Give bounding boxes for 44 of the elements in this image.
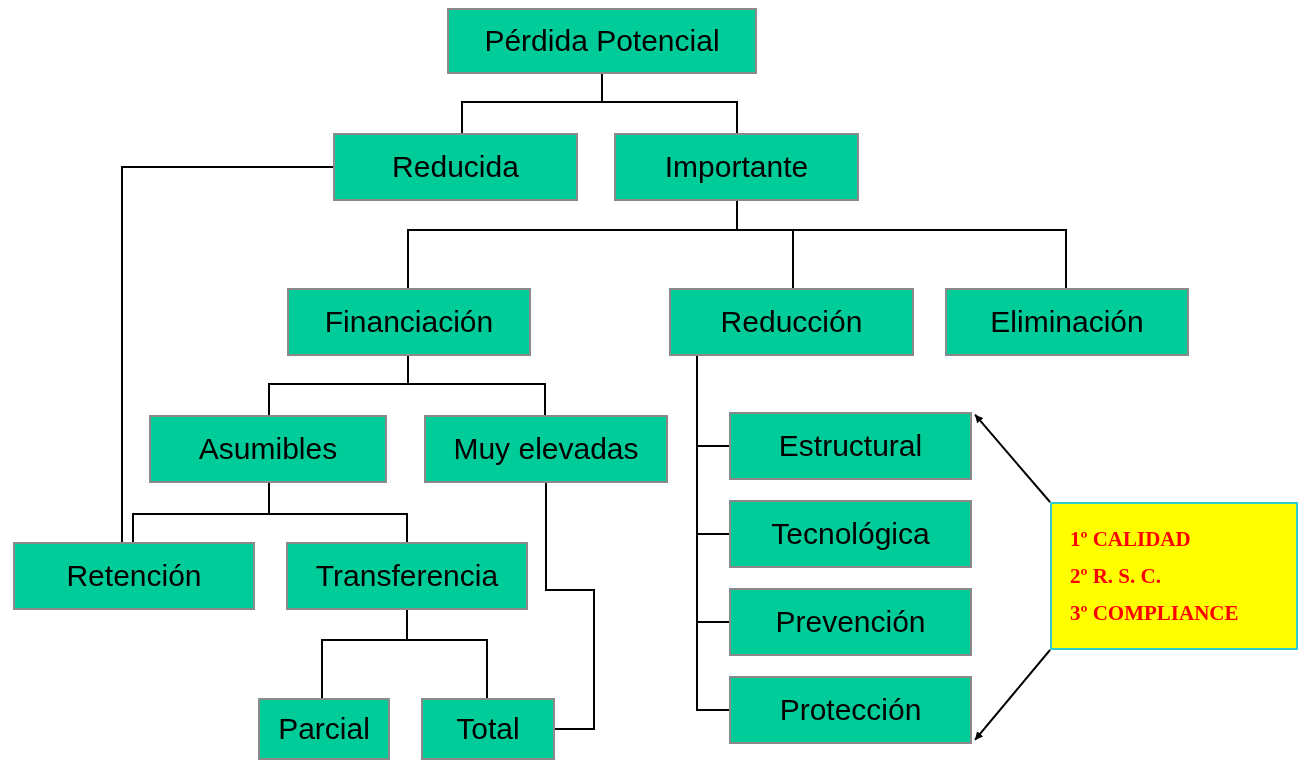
box-label: Parcial xyxy=(278,712,370,746)
arrow xyxy=(974,649,1051,741)
process-box xyxy=(424,415,668,483)
connector-line xyxy=(121,166,334,543)
connector-line xyxy=(268,482,408,543)
connector-line xyxy=(406,609,488,699)
box-label: Tecnológica xyxy=(771,517,930,551)
box-label: Estructural xyxy=(778,429,923,463)
box-label: Muy elevadas xyxy=(453,432,639,466)
process-box xyxy=(614,133,859,201)
process-box xyxy=(149,415,387,483)
note-text: 1º CALIDAD xyxy=(1070,526,1191,552)
process-box xyxy=(286,542,528,610)
process-box xyxy=(421,698,555,760)
process-box xyxy=(258,698,390,760)
connector-line xyxy=(545,482,595,730)
box-label: Retención xyxy=(66,559,202,593)
box-label: Transferencia xyxy=(315,559,499,593)
process-box xyxy=(333,133,578,201)
box-label: Total xyxy=(456,712,520,746)
process-box xyxy=(729,500,972,568)
process-box xyxy=(13,542,255,610)
connector-line xyxy=(407,355,546,416)
process-box xyxy=(669,288,914,356)
box-label: Pérdida Potencial xyxy=(484,24,720,58)
box-label: Reducción xyxy=(720,305,863,339)
process-box xyxy=(945,288,1189,356)
box-label: Eliminación xyxy=(990,305,1144,339)
note-box xyxy=(1050,502,1298,650)
box-label: Asumibles xyxy=(198,432,338,466)
box-label: Prevención xyxy=(775,605,926,639)
box-label: Importante xyxy=(664,150,809,184)
process-box xyxy=(729,588,972,656)
connector-line xyxy=(601,73,738,134)
box-label: Financiación xyxy=(324,305,494,339)
process-box xyxy=(729,412,972,480)
arrow xyxy=(974,413,1051,503)
box-label: Reducida xyxy=(392,150,519,184)
process-box xyxy=(729,676,972,744)
box-label: Protección xyxy=(779,693,922,727)
note-text: 2º R. S. C. xyxy=(1070,563,1161,589)
note-text: 3º COMPLIANCE xyxy=(1070,600,1239,626)
process-box xyxy=(287,288,531,356)
process-box xyxy=(447,8,757,74)
